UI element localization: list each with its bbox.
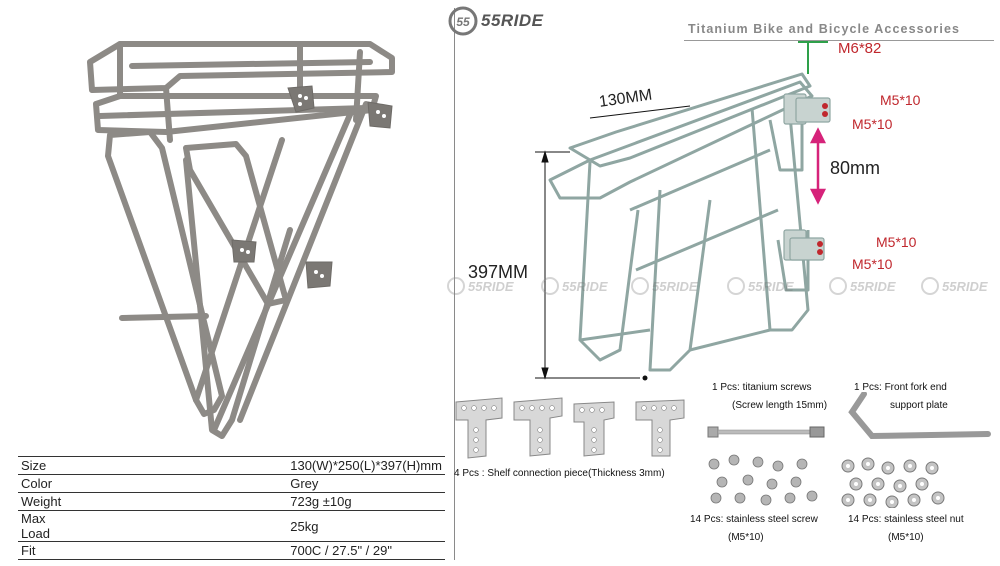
steel-screws-image [708,454,818,506]
titanium-screw-length: (Screw length 15mm) [732,400,828,411]
screw-label: M5*10 [876,234,917,250]
page-subtitle: Titanium Bike and Bicycle Accessories [688,22,961,36]
rack-diagram [548,41,831,372]
watermark: 55RIDE [828,276,896,296]
logo-icon [541,277,559,295]
logo-icon [921,277,939,295]
screw-label: M5*10 [852,116,893,132]
watermark: 55RIDE [540,276,608,296]
watermark: 55RIDE [630,276,698,296]
table-row: Fit 700C / 27.5" / 29" [18,541,445,560]
table-row: Size 130(W)*250(L)*397(H)mm [18,456,445,475]
product-photo [0,0,440,452]
shelf-pieces-caption: 4 Pcs : Shelf connection piece(Thickness… [454,468,665,479]
titanium-screw-image [707,426,825,438]
titanium-screw-caption: 1 Pcs: titanium screws [712,382,812,393]
steel-nut-size: (M5*10) [888,532,924,543]
table-row: Weight 723g ±10g [18,492,445,511]
spec-value: 723g ±10g [64,492,445,511]
rack-photo-illustration [87,41,395,439]
spec-label: Fit [18,541,65,560]
divider-line [454,8,455,560]
steel-nuts-image [841,457,945,508]
brand-logo: 55 55RIDE [448,6,544,36]
svg-text:55: 55 [456,15,470,29]
table-row: Max Load 25kg [18,510,445,542]
spacing-dimension: 80mm [830,158,881,178]
logo-icon [727,277,745,295]
fork-plate-image [848,392,991,440]
steel-screw-caption: 14 Pcs: stainless steel screw [690,514,818,525]
shelf-pieces-image [455,397,685,459]
height-dimension: 397MM [468,262,529,282]
spec-table: Size 130(W)*250(L)*397(H)mm Color Grey W… [18,456,445,560]
steel-nut-caption: 14 Pcs: stainless steel nut [848,514,964,525]
spec-value: Grey [64,474,445,493]
fork-plate-caption-2: support plate [890,400,948,411]
spec-label: Weight [18,492,65,511]
spec-value: 700C / 27.5" / 29" [64,541,445,560]
watermark: 55RIDE [726,276,794,296]
spec-value: 25kg [64,510,445,542]
logo-icon [631,277,649,295]
table-row: Color Grey [18,474,445,493]
logo-icon: 55 [448,6,478,36]
dimension-lines [535,105,827,381]
brand-name: 55RIDE [481,11,544,30]
header-line [684,40,994,41]
fork-plate-caption: 1 Pcs: Front fork end [854,382,947,393]
spec-label: Color [18,474,65,493]
watermark: 55RIDE [446,276,514,296]
screw-top-label: M6*82 [838,40,882,57]
spec-value: 130(W)*250(L)*397(H)mm [64,456,445,475]
screw-label: M5*10 [852,256,893,272]
steel-screw-size: (M5*10) [728,532,764,543]
logo-icon [447,277,465,295]
logo-icon [829,277,847,295]
watermark: 55RIDE [920,276,988,296]
spec-label: Max Load [18,510,65,542]
screw-label: M5*10 [880,92,921,108]
spec-label: Size [18,456,65,475]
